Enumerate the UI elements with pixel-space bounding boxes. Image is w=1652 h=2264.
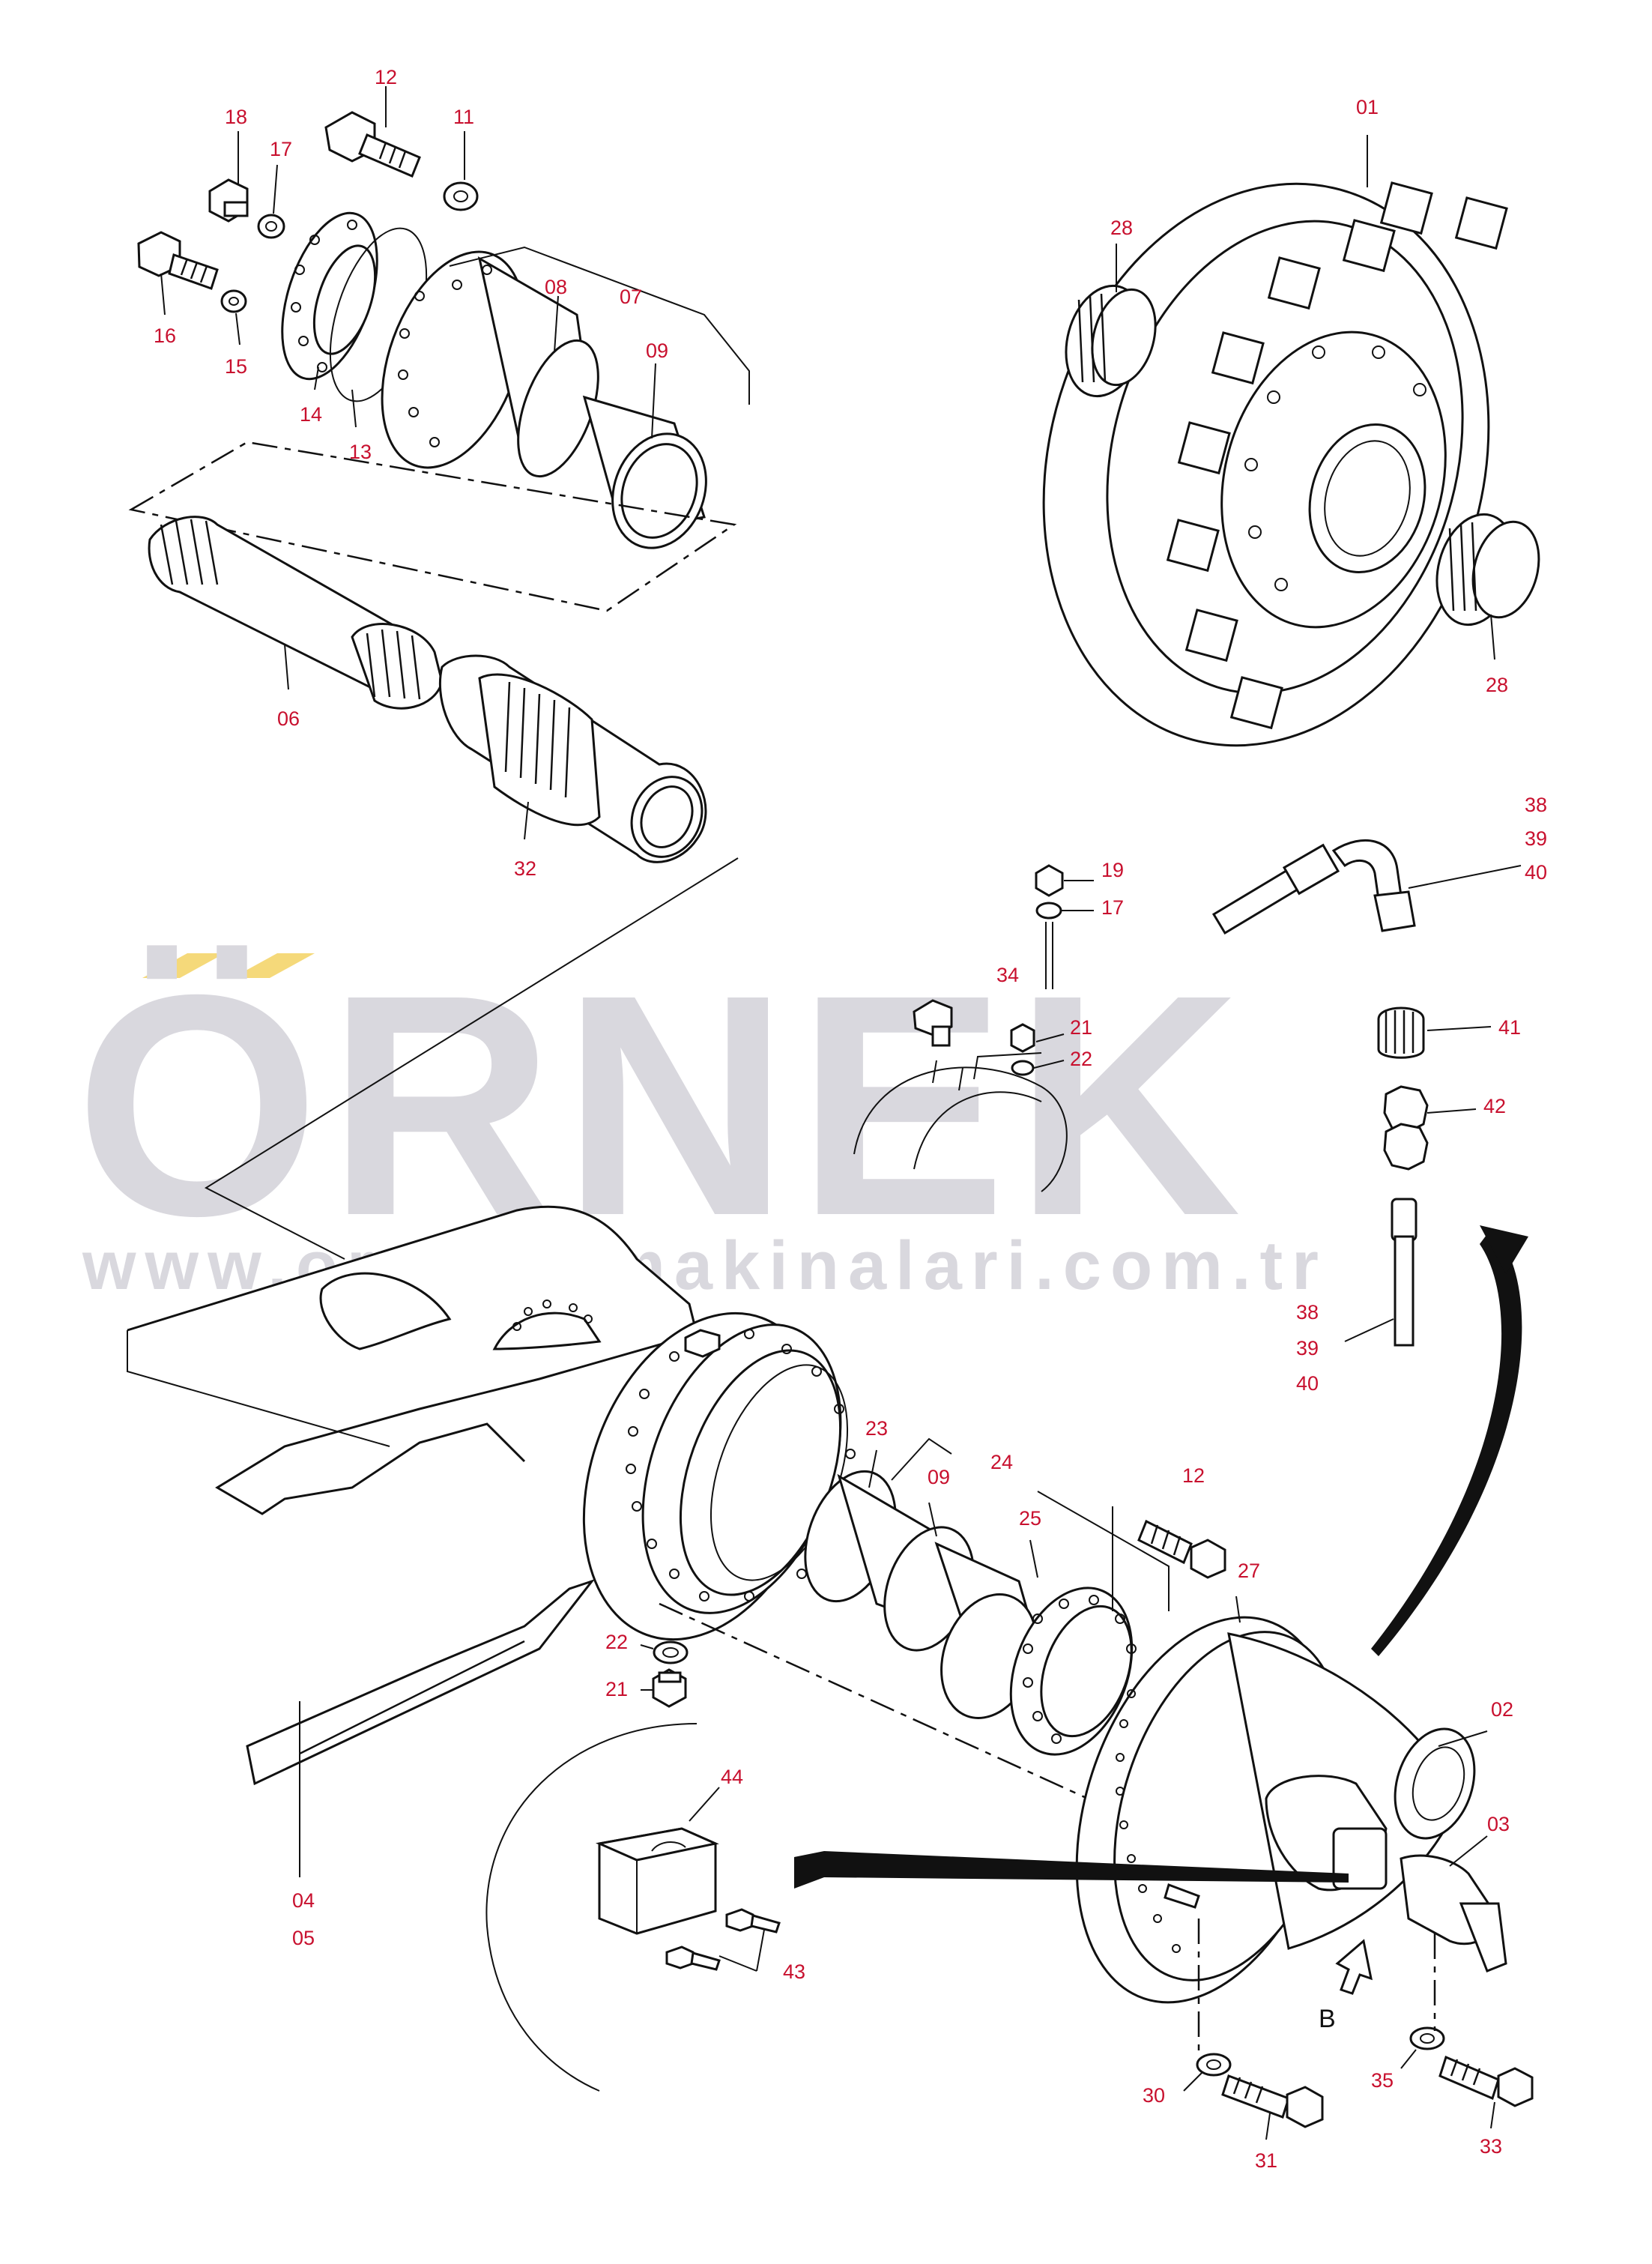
assembly-line-shaft [204,857,739,1260]
watermark: ÖRNEK www.ornekismakinalari.com.tr [75,930,1319,1304]
bolt-12-bottom [1137,1519,1226,1579]
bolt-16 [137,231,219,290]
callout-35: 35 [1371,2069,1394,2092]
bracket-07 [449,246,750,405]
washer-17-top [257,214,285,239]
seal-28-top [1065,284,1157,398]
callout-12: 12 [375,66,397,88]
track-frame-04-05 [127,1205,698,1786]
seal-28-bottom [1435,513,1540,627]
callout-25: 25 [1019,1507,1041,1530]
callout-11: 11 [453,106,474,128]
callout-07: 07 [620,286,642,308]
black-arrow-left [794,1851,1349,1889]
callout-22-top: 22 [1070,1048,1092,1070]
callout-39-top: 39 [1525,827,1547,850]
callout-28-bottom: 28 [1486,674,1508,696]
callout-19: 19 [1101,859,1124,881]
watermark-accent-mark [142,953,225,978]
final-drive-02 [1075,1616,1507,2004]
bolt-31 [1196,2053,1324,2128]
hose-fitting-top [1211,839,1416,935]
breather-assembly [853,864,1068,1192]
callout-39-bottom: 39 [1296,1337,1319,1359]
callout-40-bottom: 40 [1296,1372,1319,1395]
callout-41: 41 [1498,1016,1521,1039]
callout-12-bottom: 12 [1182,1464,1205,1487]
flange-14 [281,211,378,381]
callout-42: 42 [1483,1095,1506,1117]
callout-38-top: 38 [1525,794,1547,816]
callout-31: 31 [1255,2149,1277,2172]
callout-01: 01 [1356,96,1379,118]
callout-04: 04 [292,1889,315,1912]
sprocket-01 [1042,181,1540,747]
callout-17-mid: 17 [1101,896,1124,919]
callout-21-bottom: 21 [605,1678,628,1700]
plug-21-22-bottom [652,1640,689,1708]
callout-44: 44 [721,1766,743,1788]
watermark-accent-mark [232,953,315,978]
callout-34: 34 [996,964,1019,986]
callout-13: 13 [349,441,372,463]
callout-18: 18 [225,106,247,128]
view-b-arrow [1335,1939,1373,1995]
bolt-43-a [725,1908,781,1934]
callout-02: 02 [1491,1698,1513,1721]
curved-arrow-head [1480,1225,1528,1274]
axle-shaft [148,516,707,863]
housing-ring [582,1311,856,1641]
sleeve-stack [804,1437,1170,1756]
callout-38-bottom: 38 [1296,1301,1319,1323]
fitting-stack-right [1377,1006,1429,1347]
leader-lines [160,86,1522,2140]
callout-labels: 12 11 18 17 16 15 14 13 08 07 09 06 32 0… [154,66,1547,2172]
washer-11 [443,181,479,211]
callout-27: 27 [1238,1560,1260,1582]
washer-15 [220,289,247,313]
callout-06: 06 [277,707,300,730]
callout-28-top: 28 [1110,217,1133,239]
view-b-label: B [1319,2005,1336,2033]
bolt-43-b [665,1945,721,1971]
detail-circle [485,1723,781,2092]
callout-03: 03 [1487,1813,1510,1835]
callout-08: 08 [545,276,567,298]
callout-17: 17 [270,138,292,160]
callout-09: 09 [646,339,668,362]
callout-09-bottom: 09 [928,1466,950,1488]
bolt-12-top [324,111,421,178]
bolt-33 [1409,2026,1534,2107]
callout-40-top: 40 [1525,861,1547,884]
flange-assembly [128,111,750,612]
watermark-brand: ÖRNEK [75,930,1249,1282]
plug-18 [208,178,249,223]
dashed-outline [128,441,737,612]
callout-30: 30 [1143,2084,1165,2107]
callout-43: 43 [783,1960,805,1983]
callout-33: 33 [1480,2135,1502,2158]
callout-16: 16 [154,324,176,347]
callout-15: 15 [225,355,247,378]
callout-22-bottom: 22 [605,1631,628,1653]
hub-08 [381,250,599,478]
cover-plate-44 [595,1827,719,1935]
callout-05: 05 [292,1927,315,1949]
callout-21-top: 21 [1070,1016,1092,1039]
callout-32: 32 [514,857,536,880]
curved-arrow-right [1371,1229,1522,1656]
bracket-24 [891,1437,1170,1611]
callout-23: 23 [865,1417,888,1440]
callout-24: 24 [990,1451,1013,1473]
callout-14: 14 [300,403,322,426]
